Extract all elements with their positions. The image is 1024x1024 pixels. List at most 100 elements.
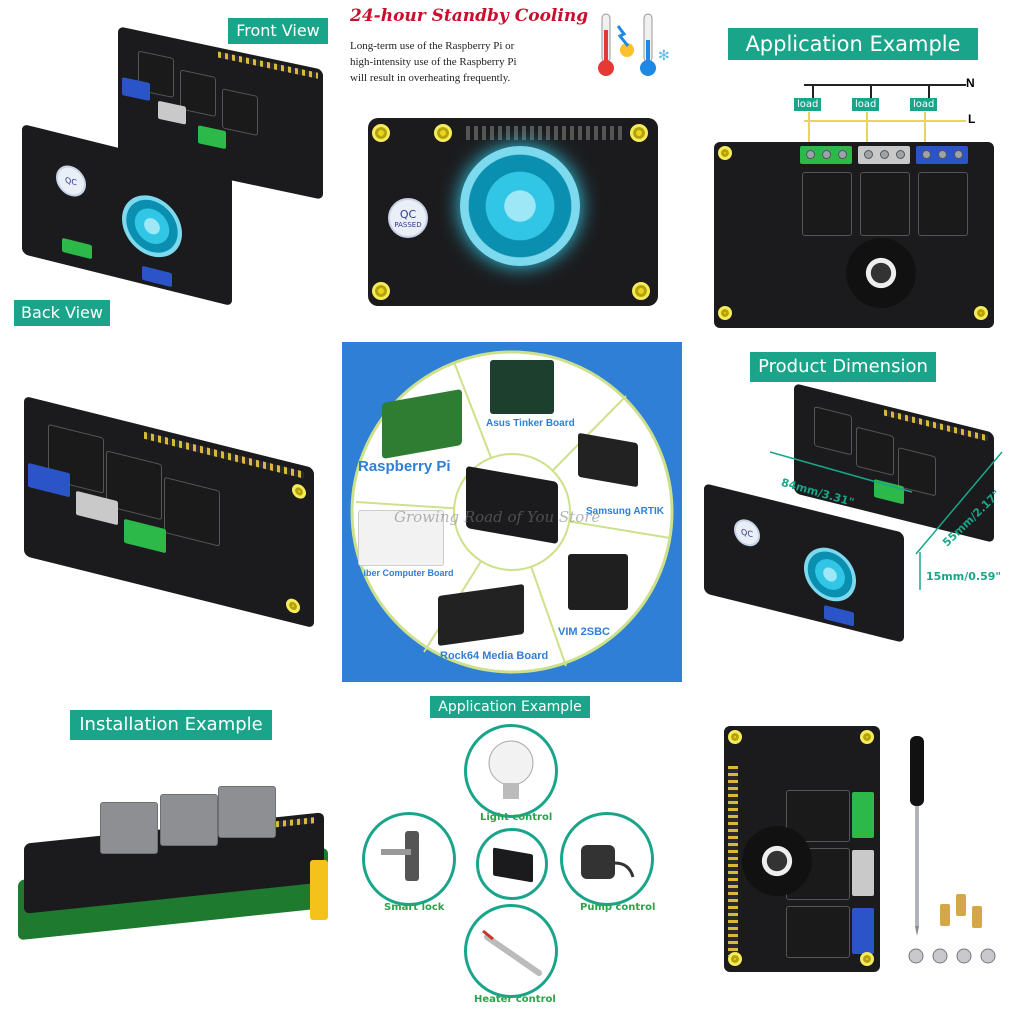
- mount-hole: [286, 597, 300, 615]
- n-line-label: N: [966, 76, 975, 90]
- terminal-green: [124, 518, 166, 554]
- front-view-label: Front View: [228, 18, 328, 44]
- gpio-header: [728, 766, 738, 956]
- load-tag-1: load: [794, 98, 822, 111]
- cooling-fan: [742, 826, 812, 896]
- screw: [806, 150, 815, 159]
- screw: [896, 150, 905, 159]
- board-label-samsung-artik: Samsung ARTIK: [586, 506, 664, 517]
- light-bulb-icon: [488, 740, 534, 799]
- cooling-desc-line3: will result in overheating frequently.: [350, 72, 511, 84]
- mount-hole: [860, 952, 874, 966]
- terminal-blue: [852, 908, 874, 954]
- installation-panel: Installation Example: [0, 684, 340, 1024]
- application-top-title: Application Example: [728, 28, 978, 60]
- screw: [822, 150, 831, 159]
- mount-hole: [372, 124, 390, 142]
- screw: [922, 150, 931, 159]
- svg-text:✻: ✻: [658, 47, 670, 63]
- asus-tinker-image: [490, 360, 554, 414]
- relay-1: [802, 172, 852, 236]
- load-tag-3: load: [910, 98, 938, 111]
- wire-load-1: [808, 112, 810, 146]
- dimension-height: 15mm/0.59": [926, 570, 1002, 583]
- board-label-liber: Liber Computer Board: [358, 568, 454, 578]
- compatibility-panel: Raspberry Pi Asus Tinker Board Samsung A…: [342, 342, 682, 682]
- standoff-icon: [940, 894, 982, 928]
- mount-hole: [434, 124, 452, 142]
- gpio-header: [144, 431, 304, 479]
- mount-hole: [728, 952, 742, 966]
- relay-3: [222, 88, 258, 136]
- accessories-panel: [684, 684, 1024, 1024]
- terminal-grey: [852, 850, 874, 896]
- screw-set-icon: [908, 948, 996, 964]
- screwdriver-icon: [910, 736, 924, 936]
- relay-3: [786, 906, 850, 958]
- board-label-vim2: VIM 2SBC: [558, 626, 610, 638]
- relay-1: [100, 802, 158, 854]
- light-control-label: Light control: [480, 812, 553, 823]
- back-view-label: Back View: [14, 300, 110, 326]
- gpio-header: [466, 126, 626, 140]
- relay-3: [164, 476, 220, 547]
- dimension-lines: [769, 451, 1003, 590]
- board-angle-panel: [0, 342, 340, 682]
- board-label-asus-tinker: Asus Tinker Board: [486, 418, 575, 429]
- cooling-fan: [460, 146, 580, 266]
- liber-computer-image: [358, 510, 444, 566]
- heater-icon: [482, 929, 542, 976]
- front-back-panel: Front View QC Back View: [0, 0, 340, 340]
- cooling-desc: Long-term use of the Raspberry Pi or hig…: [350, 38, 517, 86]
- terminal-blue-back: [142, 265, 172, 288]
- gpio-header: [218, 51, 318, 79]
- top-view-board: [724, 726, 880, 972]
- cooling-board: QC PASSED: [368, 118, 658, 306]
- cooling-desc-line2: high-intensity use of the Raspberry Pi: [350, 56, 517, 68]
- screw: [838, 150, 847, 159]
- l-line-label: L: [968, 112, 976, 126]
- heater-node: [464, 904, 558, 998]
- wire-l: [804, 120, 966, 122]
- board-label-rock64: Rock64 Media Board: [440, 650, 549, 662]
- pump-node: [560, 812, 654, 906]
- mount-hole: [632, 282, 650, 300]
- relay-3: [218, 786, 276, 838]
- store-watermark: Growing Road of You Store: [394, 508, 601, 526]
- hat-edge: [310, 860, 328, 920]
- mount-hole: [372, 282, 390, 300]
- load-tag-2: load: [852, 98, 880, 111]
- terminal-green: [198, 125, 226, 150]
- wire-n-drop: [928, 84, 930, 98]
- cooling-fan: [122, 188, 182, 264]
- mount-hole: [630, 124, 648, 142]
- wire-load-2: [866, 112, 868, 146]
- thermometer-icon: ✻: [598, 13, 670, 76]
- application-board: [714, 142, 994, 328]
- relay-3: [918, 172, 968, 236]
- mount-hole: [860, 730, 874, 744]
- smart-lock-icon: [381, 831, 419, 881]
- mount-hole: [974, 306, 988, 320]
- smart-lock-label: Smart lock: [384, 902, 445, 913]
- relay-2: [860, 172, 910, 236]
- cooling-desc-line1: Long-term use of the Raspberry Pi or: [350, 40, 515, 52]
- wire-n-drop: [812, 84, 814, 98]
- pump-icon: [581, 845, 635, 879]
- dimension-title: Product Dimension: [750, 352, 936, 382]
- wire-n: [804, 84, 966, 86]
- relay-2: [160, 794, 218, 846]
- qc-passed-badge: QC PASSED: [388, 198, 428, 238]
- application-top-panel: Application Example N L load load load: [684, 0, 1024, 340]
- qc-badge: QC: [56, 162, 86, 200]
- mount-hole: [718, 306, 732, 320]
- pump-control-label: Pump control: [580, 902, 656, 913]
- terminal-green: [852, 792, 874, 838]
- heater-control-label: Heater control: [474, 994, 556, 1005]
- installation-title: Installation Example: [70, 710, 272, 740]
- center-board-icon: [493, 847, 533, 883]
- qc-line1: QC: [399, 207, 417, 221]
- mount-hole: [728, 730, 742, 744]
- application-bottom-title: Application Example: [430, 696, 590, 718]
- lock-node: [362, 812, 456, 906]
